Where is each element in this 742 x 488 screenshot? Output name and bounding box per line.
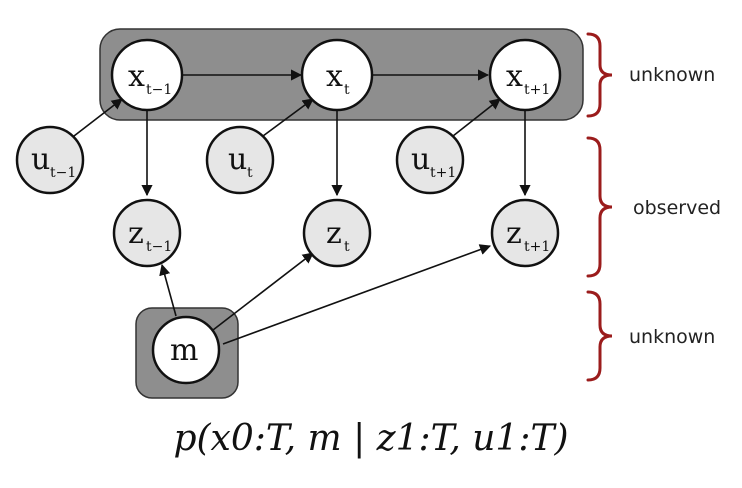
svg-text:t+1: t+1 [524,239,550,255]
svg-text:t: t [344,82,350,98]
node-x-t-minus-1: x t−1 [110,38,184,112]
bracket-bottom [586,290,613,382]
node-z-t-minus-1: z t−1 [112,198,182,268]
svg-text:u: u [228,142,247,177]
svg-text:t−1: t−1 [50,165,76,181]
edge-m-zcurr [212,252,314,331]
brackets [586,32,613,382]
label-top-unknown: unknown [629,64,715,86]
node-x-t: x t [300,38,374,112]
svg-text:z: z [506,216,522,251]
svg-text:z: z [326,216,342,251]
posterior-formula: p(x0:T, m | z1:T, u1:T) [173,418,569,459]
svg-text:t+1: t+1 [524,82,550,98]
svg-text:t−1: t−1 [146,239,172,255]
bracket-top [586,32,613,118]
label-observed: observed [633,197,721,219]
bracket-middle [586,136,613,278]
node-z-t-plus-1: z t+1 [490,198,560,268]
node-u-t: u t [205,125,275,195]
edge-m-zprev [159,263,177,317]
node-z-t: z t [302,198,372,268]
svg-text:t−1: t−1 [146,82,172,98]
svg-text:z: z [128,216,144,251]
svg-text:t: t [247,165,253,181]
svg-text:t: t [344,239,350,255]
edges [73,69,531,345]
edge-ucurr-xcurr [262,98,314,137]
svg-text:u: u [31,142,50,177]
svg-text:t+1: t+1 [430,165,456,181]
svg-text:x: x [128,59,145,94]
node-u-t-plus-1: u t+1 [395,125,465,195]
node-u-t-minus-1: u t−1 [15,125,85,195]
svg-text:u: u [411,142,430,177]
edge-m-znext [222,244,492,345]
node-x-t-plus-1: x t+1 [488,38,562,112]
svg-text:x: x [506,59,523,94]
svg-text:x: x [326,59,343,94]
edge-uprev-xprev [73,98,123,137]
label-bottom-unknown: unknown [629,326,715,348]
node-m: m [151,315,221,385]
svg-text:m: m [170,333,198,368]
edge-unext-xnext [452,98,501,137]
